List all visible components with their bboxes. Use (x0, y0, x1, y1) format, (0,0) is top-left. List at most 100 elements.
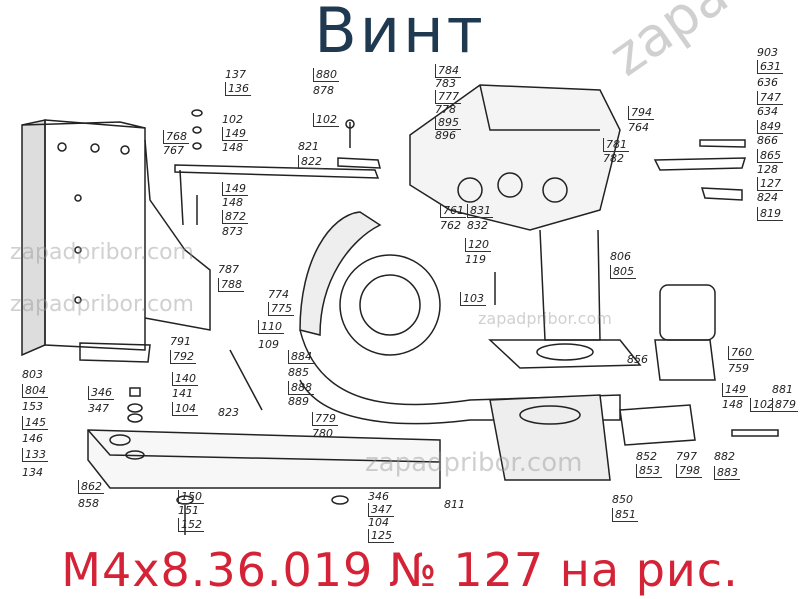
part-number-label: 149 (222, 127, 248, 141)
part-number-label: 879 (772, 398, 798, 412)
part-number-label: 794 (628, 106, 654, 120)
part-number-label: 775 (268, 302, 294, 316)
part-number-label: 798 (676, 464, 702, 478)
part-number-label: 788 (218, 278, 244, 292)
part-number-label: 153 (22, 400, 43, 413)
part-number-label: 872 (222, 210, 248, 224)
part-number-label: 823 (218, 406, 239, 419)
part-number-label: 858 (78, 497, 99, 510)
part-number-label: 149 (722, 383, 748, 397)
part-number-label: 127 (757, 177, 783, 191)
part-number-label: 865 (757, 149, 783, 163)
part-number-label: 631 (757, 60, 783, 74)
part-number-label: 110 (258, 320, 284, 334)
part-number-label: 791 (170, 335, 191, 348)
side-panel (21, 119, 211, 363)
part-number-label: 849 (757, 120, 783, 134)
part-number-label: 119 (465, 253, 486, 266)
part-number-label: 895 (435, 116, 461, 130)
part-number-label: 792 (170, 350, 196, 364)
part-number-label: 137 (225, 68, 246, 81)
base-block (488, 339, 696, 481)
watermark: zapadpribor.com (365, 448, 583, 478)
part-number-label: 346 (368, 490, 389, 503)
part-number-label: 853 (636, 464, 662, 478)
part-number-label: 767 (163, 144, 184, 157)
part-number-label: 747 (757, 91, 783, 105)
part-number-label: 145 (22, 416, 48, 430)
part-number-label: 104 (368, 516, 389, 529)
part-number-label: 805 (610, 265, 636, 279)
part-number-label: 803 (22, 368, 43, 381)
part-number-label: 102 (222, 113, 243, 126)
coil (654, 284, 716, 381)
part-number-label: 140 (172, 372, 198, 386)
part-number-label: 797 (676, 450, 697, 463)
part-number-label: 136 (225, 82, 251, 96)
part-number-label: 832 (467, 219, 488, 232)
small-fasteners (127, 109, 779, 535)
part-number-label: 762 (440, 219, 461, 232)
part-number-label: 781 (603, 138, 629, 152)
part-number-label: 885 (288, 366, 309, 379)
arc-guide (299, 211, 621, 425)
part-number-label: 780 (312, 427, 333, 440)
part-number-label: 149 (222, 182, 248, 196)
part-number-label: 104 (172, 402, 198, 416)
part-number-label: 787 (218, 263, 239, 276)
part-number-label: 883 (714, 466, 740, 480)
part-number-label: 148 (222, 141, 243, 154)
part-number-label: 806 (610, 250, 631, 263)
part-number-label: 882 (714, 450, 735, 463)
part-number-label: 880 (313, 68, 339, 82)
part-number-label: 852 (636, 450, 657, 463)
watermark: zapadpribor.com (478, 309, 612, 328)
part-number-label: 636 (757, 76, 778, 89)
part-number-label: 148 (222, 196, 243, 209)
part-number-label: 128 (757, 163, 778, 176)
part-number-label: 764 (628, 121, 649, 134)
part-number-label: 889 (288, 395, 309, 408)
watermark: zapadpribor.com (10, 240, 194, 265)
part-number-label: 821 (298, 140, 319, 153)
part-caption: М4х8.36.019 № 127 на рис. (61, 543, 739, 597)
part-number-label: 881 (772, 383, 793, 396)
part-number-label: 125 (368, 529, 394, 543)
part-number-label: 102 (750, 398, 776, 412)
part-number-label: 148 (722, 398, 743, 411)
part-number-label: 761 (440, 204, 466, 218)
part-number-label: 146 (22, 432, 43, 445)
part-number-label: 134 (22, 466, 43, 479)
part-number-label: 862 (78, 480, 104, 494)
part-number-label: 634 (757, 105, 778, 118)
part-number-label: 884 (288, 350, 314, 364)
part-number-label: 346 (88, 386, 114, 400)
part-number-label: 109 (258, 338, 279, 351)
part-number-label: 759 (728, 362, 749, 375)
part-number-label: 819 (757, 207, 783, 221)
part-number-label: 774 (268, 288, 289, 301)
part-number-label: 831 (467, 204, 493, 218)
part-number-label: 760 (728, 346, 754, 360)
part-number-label: 804 (22, 384, 48, 398)
part-number-label: 141 (172, 387, 193, 400)
part-number-label: 784 (435, 64, 461, 78)
base-rail (87, 429, 441, 489)
part-number-label: 903 (757, 46, 778, 59)
part-number-label: 768 (163, 130, 189, 144)
watermark: zapadpribor.com (10, 292, 194, 317)
part-number-label: 120 (465, 238, 491, 252)
part-number-label: 102 (313, 113, 339, 127)
part-number-label: 151 (178, 504, 199, 517)
part-number-label: 873 (222, 225, 243, 238)
part-number-label: 896 (435, 129, 456, 142)
part-number-label: 778 (435, 103, 456, 116)
part-number-label: 866 (757, 134, 778, 147)
part-number-label: 856 (627, 353, 648, 366)
part-number-label: 152 (178, 518, 204, 532)
contactor-head (409, 84, 621, 341)
part-number-label: 783 (435, 77, 456, 90)
part-number-label: 811 (444, 498, 465, 511)
